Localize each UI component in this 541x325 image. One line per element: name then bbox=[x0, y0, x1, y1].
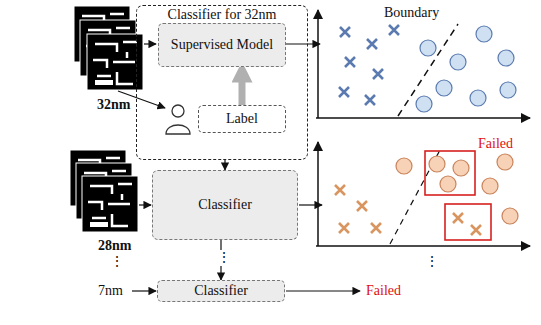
node-size-label: 28nm bbox=[98, 238, 131, 254]
circle-point bbox=[502, 208, 518, 224]
cross-point bbox=[339, 223, 349, 233]
cross-point bbox=[365, 95, 375, 105]
circle-point bbox=[450, 54, 466, 70]
cross-point bbox=[335, 185, 345, 195]
layout-image-stack bbox=[74, 6, 143, 90]
box-label: Classifier bbox=[194, 283, 248, 299]
circle-point bbox=[482, 178, 498, 194]
node-size-label: 32nm bbox=[97, 97, 130, 113]
circle-point bbox=[476, 26, 492, 42]
classifier-group: Classifier for 32nmSupervised ModelLabel bbox=[136, 5, 308, 160]
flow-arrow bbox=[118, 44, 360, 291]
plot-axes bbox=[316, 10, 530, 246]
cross-point bbox=[345, 57, 355, 67]
ellipsis: ⋮ bbox=[109, 254, 125, 270]
failure-note: Failed bbox=[366, 283, 401, 299]
group-title: Classifier for 32nm bbox=[137, 7, 307, 23]
circle-point bbox=[396, 158, 412, 174]
circle-point bbox=[500, 82, 516, 98]
circle-point bbox=[436, 80, 452, 96]
failure-note: Failed bbox=[478, 136, 513, 152]
cross-point bbox=[373, 69, 383, 79]
cross-point bbox=[340, 27, 350, 37]
cross-point bbox=[367, 39, 377, 49]
circle-point bbox=[416, 96, 432, 112]
process-box: Supervised Model bbox=[158, 23, 286, 67]
process-box: Classifier bbox=[152, 170, 298, 240]
cross-point bbox=[371, 223, 381, 233]
cross-point bbox=[339, 87, 349, 97]
connector-arrow bbox=[224, 160, 225, 170]
circle-point bbox=[497, 154, 513, 170]
layout-image-stack bbox=[70, 150, 138, 232]
decision-boundary bbox=[398, 24, 458, 116]
process-box: Label bbox=[198, 105, 286, 133]
ellipsis: ⋮ bbox=[425, 254, 439, 270]
box-label: Supervised Model bbox=[171, 37, 273, 53]
circle-point bbox=[440, 176, 456, 192]
circle-point bbox=[420, 40, 436, 56]
cross-point bbox=[453, 213, 463, 223]
failure-box bbox=[425, 151, 475, 195]
circle-point bbox=[498, 50, 514, 66]
cross-point bbox=[357, 201, 367, 211]
circle-point bbox=[470, 90, 486, 106]
connector-arrow bbox=[239, 70, 246, 105]
cross-point bbox=[471, 225, 481, 235]
failure-box bbox=[445, 204, 491, 240]
cross-point bbox=[389, 25, 399, 35]
box-label: Label bbox=[226, 111, 258, 127]
circle-point bbox=[429, 156, 445, 172]
axis-note: Boundary bbox=[384, 5, 439, 21]
box-label: Classifier bbox=[198, 197, 252, 213]
node-size-label: 7nm bbox=[98, 283, 123, 299]
person-icon bbox=[166, 105, 190, 134]
circle-point bbox=[453, 160, 469, 176]
process-box: Classifier bbox=[157, 280, 285, 302]
ellipsis: ⋮ bbox=[216, 250, 232, 266]
